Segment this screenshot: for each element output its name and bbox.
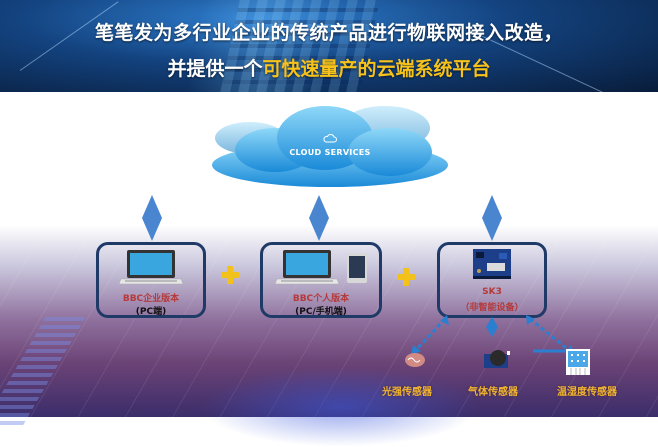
cloud-icon [323, 134, 337, 143]
node-title: BBC个人版本 [292, 294, 350, 304]
header-banner: 笔笔发为多行业企业的传统产品进行物联网接入改造， 并提供一个可快速量产的云端系统… [0, 0, 658, 92]
sensor-label-humidity: 温湿度传感器 [557, 387, 617, 398]
cloud-label: CLOUD SERVICES [289, 148, 371, 157]
decorative-glow [200, 367, 480, 447]
node-subtitle: （非智能设备） [460, 303, 524, 313]
plus-icon [221, 266, 239, 284]
node-bbc-personal[interactable]: BBC个人版本 (PC/手机端) [260, 242, 382, 318]
node-title: SK3 [482, 287, 502, 297]
bidirectional-link-icon [482, 195, 502, 241]
bidirectional-link-icon [142, 195, 162, 241]
node-subtitle: (PC端) [135, 307, 167, 317]
plus-icon [397, 268, 415, 286]
node-bbc-enterprise[interactable]: BBC企业版本 (PC端) [96, 242, 206, 318]
node-sk3[interactable]: SK3 （非智能设备） [437, 242, 547, 318]
node-subtitle: (PC/手机端) [295, 307, 347, 317]
light-sensor-icon[interactable] [404, 352, 426, 368]
laptop-icon [119, 250, 183, 285]
gas-sensor-icon[interactable] [484, 348, 510, 370]
headline-prefix: 并提供一个 [167, 58, 263, 80]
humidity-sensor-icon[interactable] [566, 349, 590, 375]
cloud-shape-icon [212, 106, 448, 187]
headline-highlight: 可快速量产的云端系统平台 [262, 58, 491, 80]
node-title: BBC企业版本 [122, 294, 180, 304]
headline-line-2: 并提供一个可快速量产的云端系统平台 [0, 54, 658, 81]
laptop-icon [275, 250, 339, 285]
circuit-board-icon [473, 249, 511, 279]
cloud-services: CLOUD SERVICES [205, 100, 455, 190]
sensor-connectors [411, 315, 575, 355]
sensor-label-gas: 气体传感器 [468, 387, 518, 398]
tablet-icon [347, 253, 367, 283]
headline-line-1: 笔笔发为多行业企业的传统产品进行物联网接入改造， [94, 22, 563, 44]
sensor-label-light: 光强传感器 [382, 387, 432, 398]
bidirectional-link-icon [309, 195, 329, 241]
